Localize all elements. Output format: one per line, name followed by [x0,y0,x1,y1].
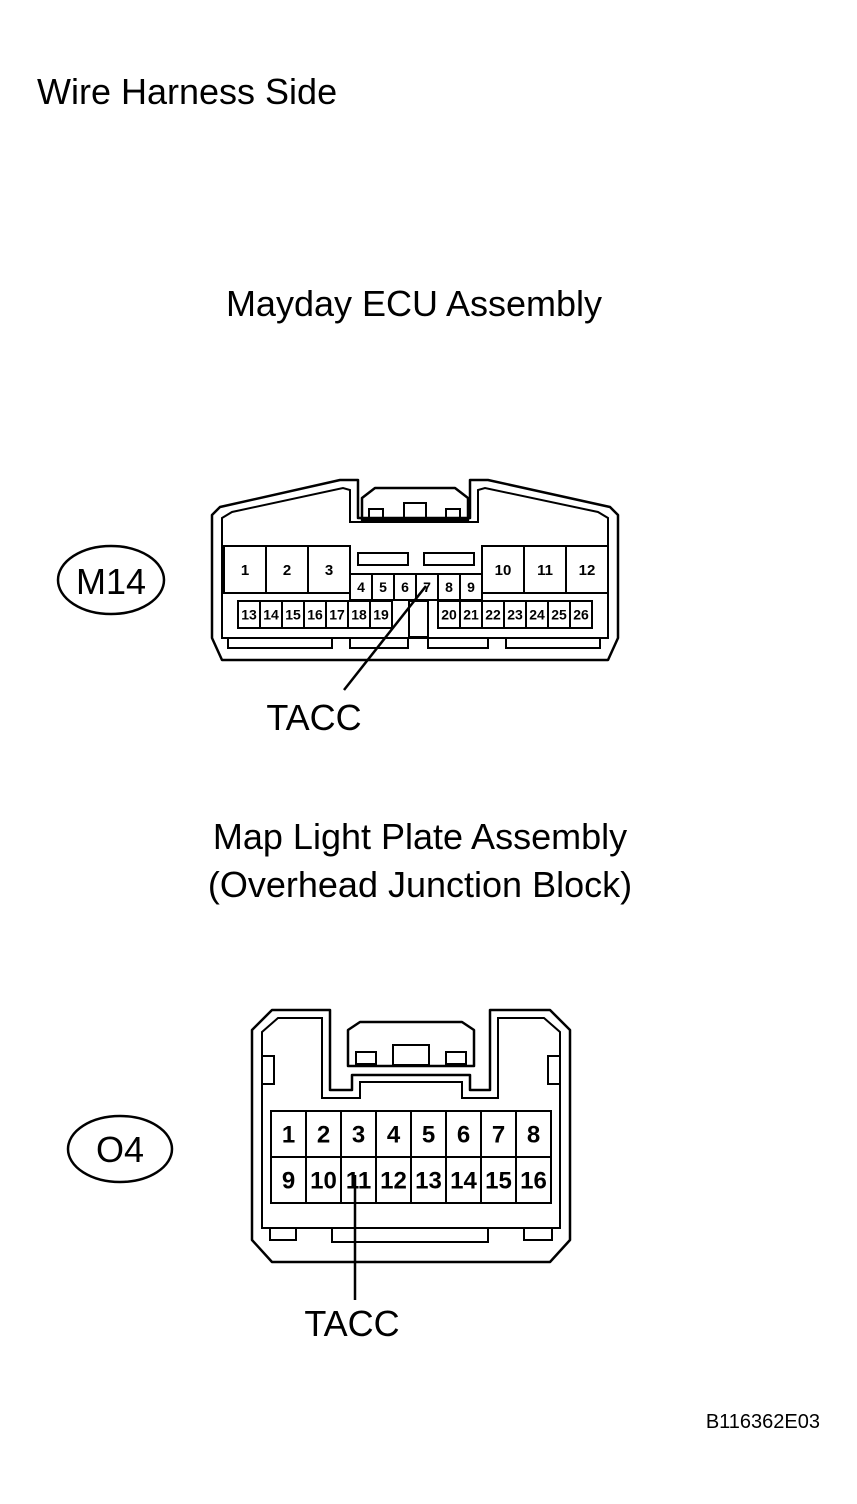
pin-label-18: 18 [351,607,367,623]
pin-label-1: 1 [241,562,249,579]
pin-label-14: 14 [450,1168,477,1195]
connector-o4-code-badge: O4 [66,1114,174,1184]
pin-label-17: 17 [329,607,345,623]
pin-cavity-15 [480,1156,517,1204]
pin-cavity-1 [223,545,267,594]
pin-label-6: 6 [401,579,409,595]
pin-label-22: 22 [485,607,501,623]
pin-label-13: 13 [241,607,257,623]
connector-m14-leader-line [343,585,427,691]
figure-id: B116362E03 [706,1411,820,1433]
pin-cavity-9 [270,1156,307,1204]
pin-label-14: 14 [263,607,279,623]
connector-m14-terminal-label: TACC [266,697,361,738]
pin-label-11: 11 [346,1168,371,1195]
connector-o4-housing [250,1008,572,1264]
pin-label-8: 8 [445,579,453,595]
pin-label-5: 5 [422,1122,435,1149]
pin-cavity-16 [515,1156,552,1204]
pin-label-25: 25 [551,607,567,623]
pin-label-21: 21 [463,607,479,623]
pin-label-24: 24 [529,607,545,623]
pin-label-16: 16 [520,1168,547,1195]
pin-label-13: 13 [415,1168,442,1195]
pin-label-10: 10 [310,1168,337,1195]
pin-label-1: 1 [282,1122,295,1149]
pin-label-6: 6 [457,1122,470,1149]
connector-m14-code-badge: M14 [56,544,166,616]
connector-m14-housing [210,478,620,662]
pin-label-4: 4 [357,579,365,595]
page-title: Wire Harness Side [37,71,337,112]
connector-m14-code: M14 [76,561,146,602]
pin-cavity-4 [375,1110,412,1158]
pin-label-10: 10 [495,562,512,579]
pin-label-7: 7 [492,1122,505,1149]
pin-label-3: 3 [325,562,333,579]
pin-label-26: 26 [573,607,589,623]
pin-label-9: 9 [467,579,475,595]
pin-cavity-11 [340,1156,377,1204]
pin-label-9: 9 [282,1168,295,1195]
pin-label-2: 2 [283,562,291,579]
pin-cavity-14 [445,1156,482,1204]
pin-label-3: 3 [352,1122,365,1149]
pin-cavity-10 [481,545,525,594]
pin-cavity-26 [569,600,593,629]
pin-cavity-19 [369,600,393,629]
pin-label-15: 15 [485,1168,512,1195]
pin-cavity-2 [305,1110,342,1158]
pin-label-12: 12 [579,562,596,579]
pin-label-16: 16 [307,607,323,623]
connector-o4-terminal-label: TACC [304,1303,399,1344]
connector-o4-name-line2: (Overhead Junction Block) [208,864,632,905]
pin-label-20: 20 [441,607,457,623]
pin-cavity-12 [565,545,609,594]
pin-label-19: 19 [373,607,389,623]
connector-o4-name-line1: Map Light Plate Assembly [213,816,627,857]
pin-label-7: 7 [423,579,431,595]
connector-o4-code: O4 [96,1129,144,1170]
pin-label-2: 2 [317,1122,330,1149]
pin-label-5: 5 [379,579,387,595]
pin-label-8: 8 [527,1122,540,1149]
pin-label-23: 23 [507,607,523,623]
pin-cavity-10 [305,1156,342,1204]
pin-label-11: 11 [537,562,553,579]
connector-m14-name: Mayday ECU Assembly [226,283,602,324]
pin-label-12: 12 [380,1168,407,1195]
pin-label-15: 15 [285,607,301,623]
pin-label-4: 4 [387,1122,401,1149]
pin-cavity-13 [410,1156,447,1204]
pin-cavity-3 [307,545,351,594]
